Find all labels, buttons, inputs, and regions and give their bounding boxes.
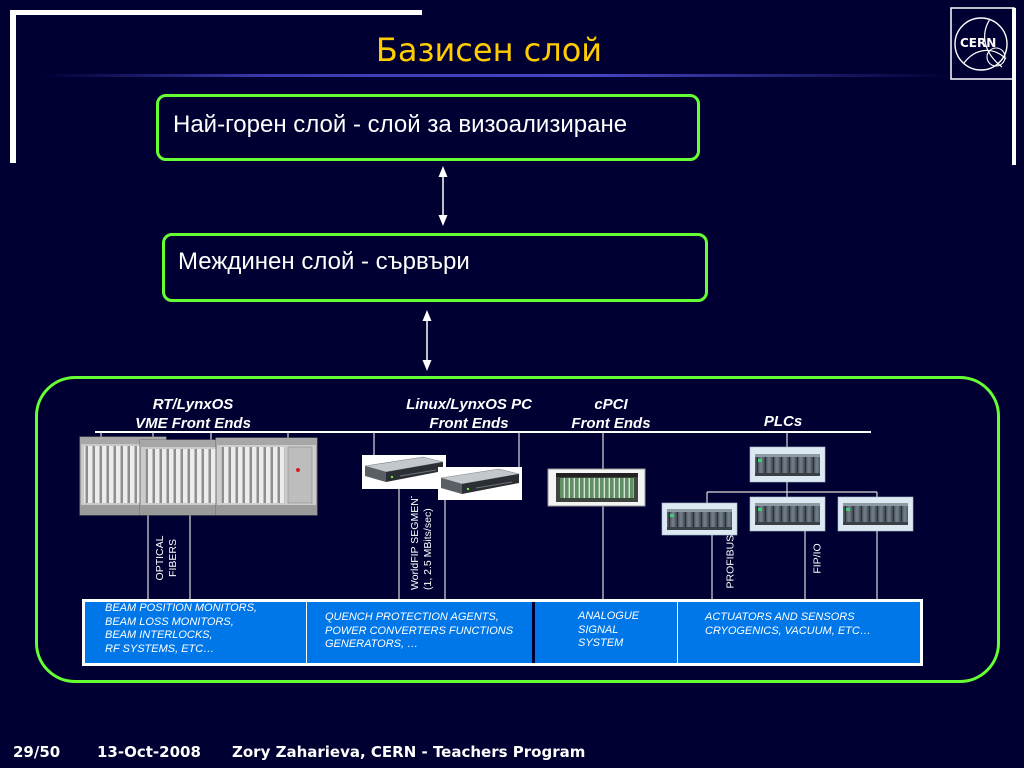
vme-label-line: VME Front Ends [135, 415, 251, 432]
middle-layer-label: Междинен слой - сървъри [178, 248, 470, 275]
pc-front-ends-label: Linux/LynxOS PC Front Ends [369, 395, 569, 433]
connector-lines [100, 432, 878, 600]
top-layer-label: Най-горен слой - слой за визоализиране [173, 111, 628, 138]
power-systems-cell: QUENCH PROTECTION AGENTS, POWER CONVERTE… [325, 611, 513, 652]
vme-label-line: RT/LynxOS [152, 396, 234, 413]
system-line: BEAM POSITION MONITORS, [105, 602, 257, 614]
slide-title: Базисен слой [375, 31, 603, 69]
systems-divider [677, 602, 678, 663]
systems-box: BEAM POSITION MONITORS, BEAM LOSS MONITO… [82, 599, 923, 666]
beam-systems-cell: BEAM POSITION MONITORS, BEAM LOSS MONITO… [105, 602, 257, 657]
actuators-cell: ACTUATORS AND SENSORS CRYOGENICS, VACUUM… [705, 611, 871, 638]
footer-date: 13-Oct-2008 [97, 743, 201, 761]
system-line: ACTUATORS AND SENSORS [705, 611, 855, 623]
system-line: BEAM INTERLOCKS, [105, 629, 213, 642]
frame-right-line [1012, 8, 1016, 165]
analogue-system-cell: ANALOGUE SIGNAL SYSTEM [578, 610, 639, 651]
system-line: ANALOGUE [578, 610, 640, 622]
worldfip-label: WorldFIP SEGMENT (1, 2.5 MBits/sec) [409, 496, 435, 590]
link-label-line: (1, 2.5 MBits/sec) [422, 508, 434, 590]
cpci-label-line: cPCI [594, 396, 628, 413]
system-line: SYSTEM [578, 637, 624, 650]
footer-author: Zory Zaharieva, CERN - Teachers Program [232, 743, 586, 761]
systems-divider [306, 602, 307, 663]
title-underline [40, 74, 955, 77]
optical-fibers-label: OPTICAL FIBERS [154, 528, 180, 588]
front-end-layer-box [35, 376, 1000, 683]
link-label-line: FIBERS [167, 539, 179, 577]
system-line: GENERATORS, … [325, 638, 419, 651]
system-line: QUENCH PROTECTION AGENTS, [325, 611, 499, 623]
fipio-label: FIP/IO [811, 543, 824, 574]
system-line: SIGNAL [578, 623, 619, 636]
plcs-label: PLCs [763, 413, 803, 430]
top-layer-box: Най-горен слой - слой за визоализиране [156, 94, 700, 161]
frame-left-line [10, 10, 16, 163]
system-line: CRYOGENICS, VACUUM, ETC… [705, 624, 871, 637]
cern-logo-text: CERN [960, 36, 996, 50]
vme-front-ends-label: RT/LynxOS VME Front Ends [93, 395, 293, 433]
link-label-line: WorldFIP SEGMENT [409, 496, 421, 590]
middle-layer-box: Междинен слой - сървъри [162, 233, 708, 302]
cern-logo: CERN [950, 7, 1015, 80]
link-label-line: OPTICAL [154, 535, 166, 581]
profibus-label: PROFIBUS [724, 534, 737, 589]
pc-label-line: Front Ends [429, 415, 509, 432]
cpci-label-line: Front Ends [571, 415, 651, 432]
double-arrow [438, 166, 448, 226]
double-arrow [422, 310, 432, 371]
systems-divider [532, 602, 535, 663]
system-line: RF SYSTEMS, ETC… [105, 643, 215, 656]
system-line: BEAM LOSS MONITORS, [105, 615, 234, 628]
cpci-front-ends-label: cPCI Front Ends [511, 395, 711, 433]
pc-label-line: Linux/LynxOS PC [406, 396, 532, 413]
frame-top-line [10, 10, 422, 15]
page-number: 29/50 [13, 743, 61, 761]
system-line: POWER CONVERTERS FUNCTIONS [325, 624, 514, 637]
